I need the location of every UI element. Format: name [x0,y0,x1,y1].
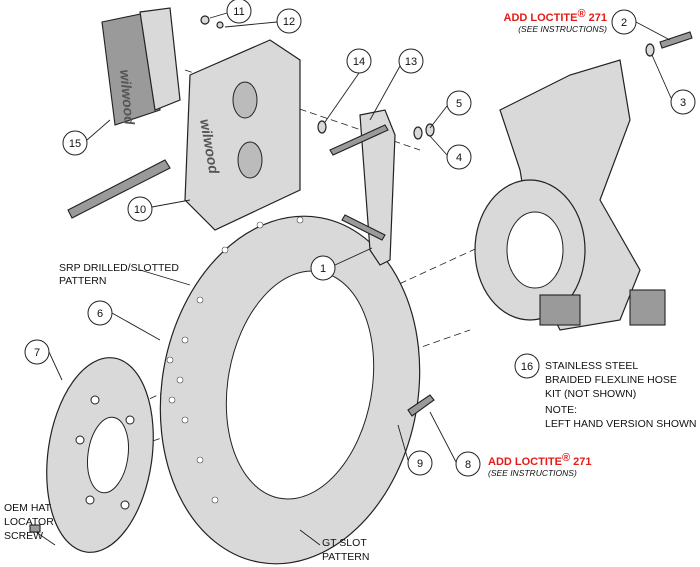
svg-text:9: 9 [417,458,423,470]
callout-13: 13 [398,48,424,74]
svg-text:PATTERN: PATTERN [59,275,106,287]
rotor-pattern-label: SRP DRILLED/SLOTTED PATTERN [59,262,179,287]
rotor [159,215,421,565]
callout-9: 9 [407,450,433,476]
svg-text:NOTE:: NOTE: [545,404,577,416]
callout-16: 16 [514,353,540,379]
svg-text:KIT (NOT SHOWN): KIT (NOT SHOWN) [545,388,636,400]
gt-slot-label: GT SLOT PATTERN [322,537,369,563]
svg-text:(SEE INSTRUCTIONS): (SEE INSTRUCTIONS) [488,468,577,478]
svg-text:ADD LOCTITE® 271: ADD LOCTITE® 271 [488,452,591,468]
bolt [407,394,435,417]
svg-text:14: 14 [353,56,365,68]
svg-text:4: 4 [456,152,462,164]
svg-text:5: 5 [456,98,462,110]
svg-text:GT SLOT: GT SLOT [322,537,367,549]
knuckle-hub [474,59,666,331]
svg-text:LEFT HAND VERSION SHOWN: LEFT HAND VERSION SHOWN [545,418,697,430]
washer [645,43,655,57]
svg-text:BRAIDED FLEXLINE HOSE: BRAIDED FLEXLINE HOSE [545,374,677,386]
callout-6: 6 [87,300,113,326]
callout-7: 7 [24,339,50,365]
svg-text:15: 15 [69,138,81,150]
svg-text:13: 13 [405,56,417,68]
callout-14: 14 [346,48,372,74]
svg-text:SRP DRILLED/SLOTTED: SRP DRILLED/SLOTTED [59,262,179,274]
svg-text:STAINLESS STEEL: STAINLESS STEEL [545,360,638,372]
svg-text:12: 12 [283,16,295,28]
callout-5: 5 [446,90,472,116]
bracket-bolt [341,214,386,241]
callout-11: 11 [226,0,252,24]
rotor-hat [46,357,154,553]
caliper: wilwood [184,39,301,231]
svg-text:2: 2 [621,17,627,29]
washer [216,21,224,29]
callout-8: 8 [455,451,481,477]
svg-text:1: 1 [320,263,326,275]
callout-markers [35,12,672,546]
svg-text:8: 8 [465,459,471,471]
callout-15: 15 [62,130,88,156]
note-label: NOTE: LEFT HAND VERSION SHOWN [545,404,697,430]
bracket-bolt [329,124,389,156]
svg-text:LOCATOR: LOCATOR [4,516,54,528]
washer [317,120,327,134]
pad-pin [67,159,171,219]
callout-2: 2 [611,9,637,35]
callout-1: 1 [310,255,336,281]
hat-locator-screw [29,524,41,533]
callout-3: 3 [670,89,696,115]
svg-text:16: 16 [521,361,533,373]
svg-text:ADD LOCTITE® 271: ADD LOCTITE® 271 [504,8,607,24]
brake-pads: wilwood [101,7,181,126]
callout-12: 12 [276,8,302,34]
loctite-top-label: ADD LOCTITE® 271 (SEE INSTRUCTIONS) [504,8,608,34]
hat-screw-label: OEM HAT LOCATOR SCREW [4,502,54,542]
svg-text:(SEE INSTRUCTIONS): (SEE INSTRUCTIONS) [518,24,607,34]
callout-10: 10 [127,196,153,222]
svg-text:OEM HAT: OEM HAT [4,502,52,514]
svg-text:PATTERN: PATTERN [322,551,369,563]
bolt [659,31,693,49]
logo-text: wilwood [117,69,138,126]
svg-text:3: 3 [680,97,686,109]
washer [413,126,423,140]
nut [200,15,210,25]
callout-4: 4 [446,144,472,170]
svg-text:6: 6 [97,308,103,320]
caliper-bracket [359,109,396,266]
svg-text:7: 7 [34,347,40,359]
washer [425,123,435,137]
hose-kit-label: STAINLESS STEEL BRAIDED FLEXLINE HOSE KI… [545,360,677,400]
svg-text:SCREW: SCREW [4,530,43,542]
axis-line [184,69,421,151]
loctite-bottom-label: ADD LOCTITE® 271 (SEE INSTRUCTIONS) [488,452,591,478]
svg-text:11: 11 [233,6,244,18]
svg-text:10: 10 [134,204,146,216]
